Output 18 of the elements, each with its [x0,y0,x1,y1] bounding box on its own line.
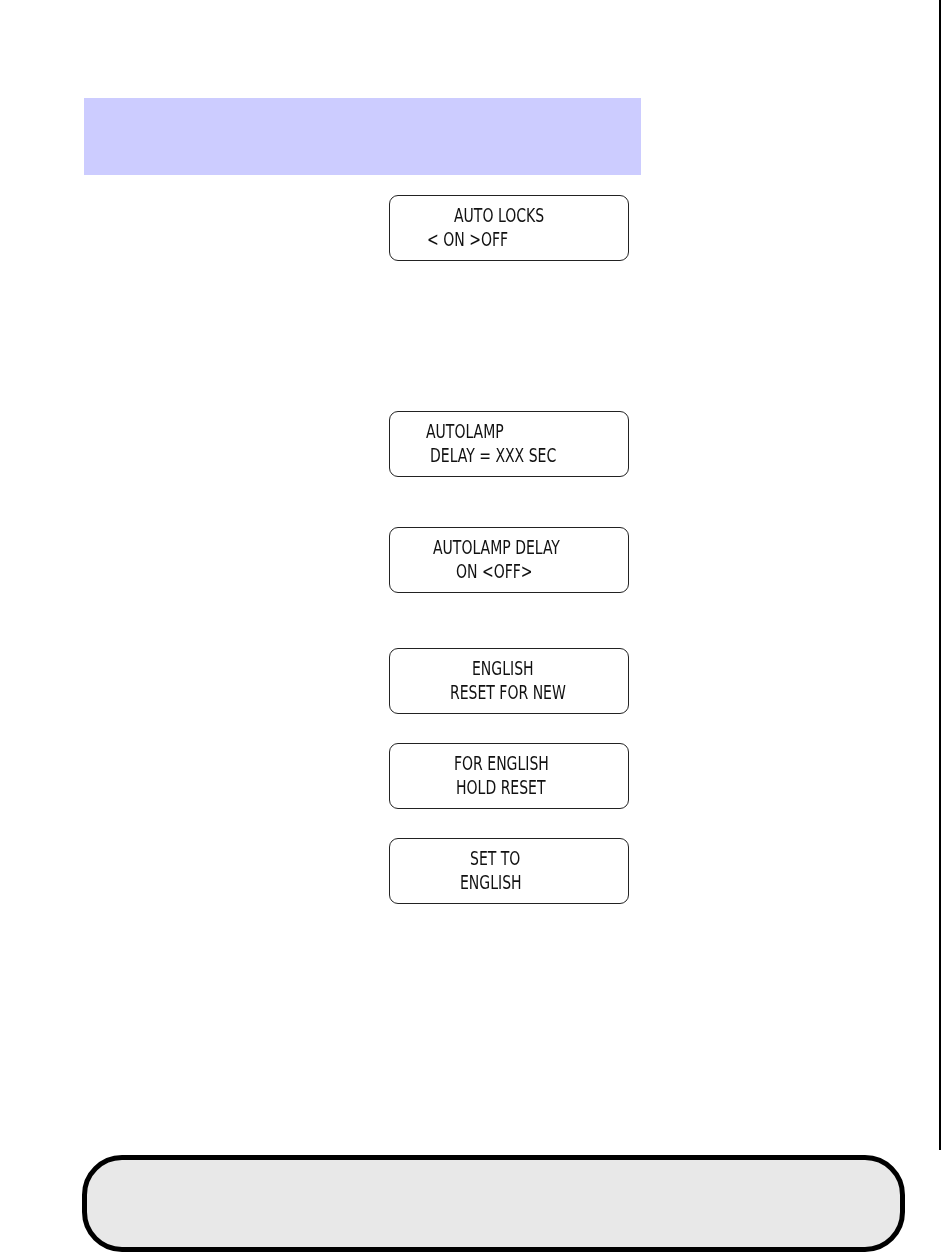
display-text: ENGLISH [460,871,522,893]
display-screen [389,195,629,261]
display-screen [389,411,629,477]
display-text: HOLD RESET [456,776,546,798]
display-text: DELAY = XXX SEC [430,444,557,466]
display-text: RESET FOR NEW [450,681,566,703]
display-text: ON <OFF> [456,560,533,582]
display-screen [389,743,629,809]
display-screen [389,838,629,904]
display-text: AUTOLAMP [426,420,504,442]
display-screen [389,648,629,714]
display-text: AUTO LOCKS [454,204,545,226]
display-text: ENGLISH [472,657,534,679]
display-text: AUTOLAMP DELAY [433,536,560,558]
display-screen [389,527,629,593]
display-text: FOR ENGLISH [454,752,549,774]
display-text: SET TO [470,847,521,869]
display-text: < ON >OFF [427,228,509,250]
